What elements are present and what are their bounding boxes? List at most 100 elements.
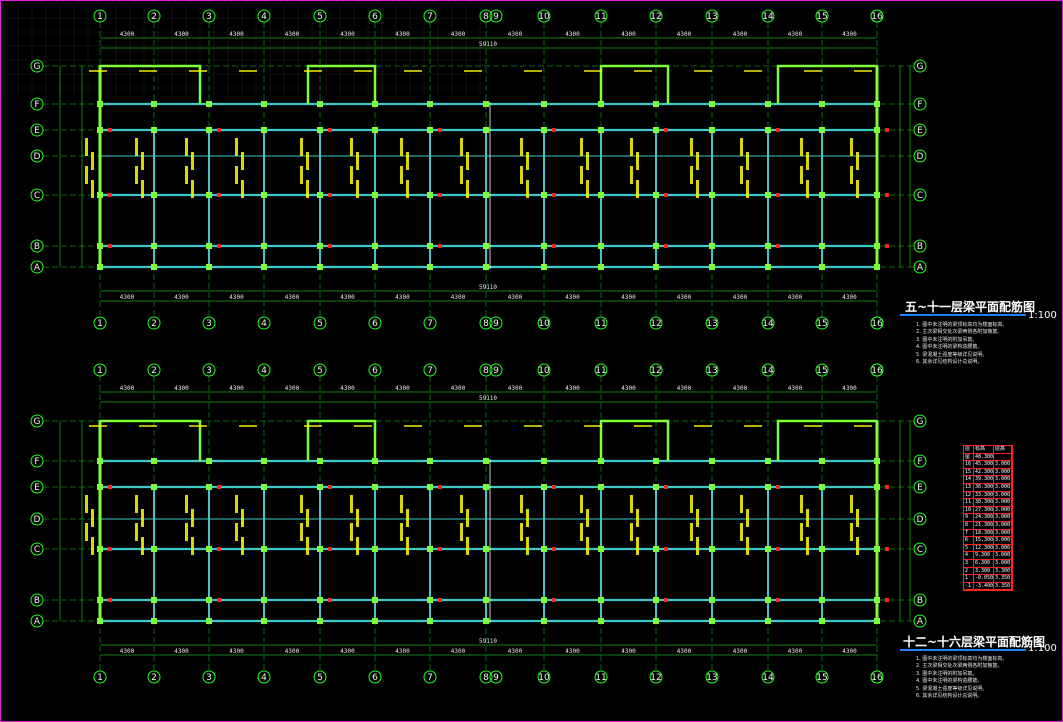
column — [427, 192, 433, 198]
column — [541, 597, 547, 603]
beam-annotation — [91, 180, 94, 198]
axis-label: C — [34, 545, 40, 555]
column — [709, 618, 715, 624]
column-marker — [776, 244, 780, 248]
dimension-text: 4300 — [174, 385, 189, 392]
axis-label: F — [917, 100, 922, 110]
beam-annotation — [235, 138, 238, 156]
beam-annotation — [694, 425, 712, 427]
axis-bubble — [479, 316, 493, 330]
column — [653, 127, 659, 133]
axis-label: 8 — [483, 12, 489, 22]
floor-table-cell: 6.300 — [974, 559, 994, 568]
floor-table-cell: 14 — [964, 476, 974, 484]
column-marker — [552, 128, 556, 132]
axis-label: E — [917, 126, 923, 136]
column — [541, 243, 547, 249]
floor-table-cell: -3.400 — [974, 582, 994, 591]
axis-label: 15 — [816, 673, 827, 683]
beam-annotation — [740, 138, 743, 156]
beam-annotation — [350, 138, 353, 156]
beam-annotation — [460, 495, 463, 513]
beam-annotation — [135, 166, 138, 184]
beam-annotation — [526, 152, 529, 170]
floor-table-cell: 3.000 — [994, 476, 1012, 484]
axis-label: 1 — [97, 366, 103, 376]
column — [598, 264, 604, 270]
beam-annotation — [239, 70, 257, 72]
column — [151, 458, 157, 464]
column — [874, 597, 880, 603]
beam-annotation — [630, 523, 633, 541]
beam-annotation — [800, 138, 803, 156]
beam-annotation — [304, 70, 322, 72]
column — [653, 458, 659, 464]
axis-label: 2 — [151, 12, 157, 22]
column — [206, 101, 212, 107]
column — [483, 264, 489, 270]
column — [372, 264, 378, 270]
beam-annotation — [191, 152, 194, 170]
column — [427, 127, 433, 133]
axis-bubble — [913, 188, 927, 202]
floor-table-cell: 39.300 — [974, 476, 994, 484]
column-marker — [328, 128, 332, 132]
beam-annotation — [189, 70, 207, 72]
column — [261, 192, 267, 198]
column — [653, 243, 659, 249]
column — [874, 101, 880, 107]
axis-bubble — [368, 316, 382, 330]
beam-annotation — [141, 509, 144, 527]
axis-label: 11 — [595, 12, 606, 22]
column — [874, 243, 880, 249]
beam-annotation — [520, 138, 523, 156]
column-marker — [217, 547, 221, 551]
column — [819, 127, 825, 133]
column — [598, 101, 604, 107]
beam-annotation — [586, 180, 589, 198]
beam-annotation — [141, 537, 144, 555]
wall-bay — [776, 419, 879, 461]
column-marker — [776, 193, 780, 197]
axis-bubble — [594, 316, 608, 330]
column — [317, 264, 323, 270]
beam-annotation — [400, 166, 403, 184]
beam-annotation — [580, 495, 583, 513]
axis-label: A — [34, 617, 41, 627]
axis-bubble — [489, 670, 503, 684]
floor-table-cell: 9.300 — [974, 552, 994, 560]
axis-label: 5 — [317, 12, 323, 22]
dimension-text: 4300 — [340, 31, 355, 38]
axis-bubble — [537, 316, 551, 330]
floor-table-cell: -1 — [964, 582, 974, 591]
beam-annotation — [185, 495, 188, 513]
beam-annotation — [91, 509, 94, 527]
column — [765, 546, 771, 552]
axis-label: D — [34, 152, 41, 162]
beam-annotation — [746, 509, 749, 527]
dimension-text: 4300 — [340, 385, 355, 392]
dimension-total: 59110 — [479, 41, 497, 48]
beam-annotation — [304, 425, 322, 427]
beam-annotation — [460, 138, 463, 156]
dimension-text: 4300 — [340, 294, 355, 301]
column-marker — [217, 485, 221, 489]
beam-annotation — [185, 523, 188, 541]
beam-annotation — [630, 138, 633, 156]
beam-annotation — [141, 180, 144, 198]
beam-annotation — [350, 166, 353, 184]
axis-label: 12 — [650, 12, 661, 22]
floor-table-cell: 48.300 — [974, 453, 994, 462]
column-marker — [217, 244, 221, 248]
dimension-text: 4300 — [788, 385, 803, 392]
column — [765, 192, 771, 198]
column-marker — [664, 598, 668, 602]
beam-annotation — [804, 70, 822, 72]
beam-annotation — [630, 495, 633, 513]
plan-scale-upper: 1:100 — [1028, 310, 1057, 321]
beam-annotation — [690, 138, 693, 156]
